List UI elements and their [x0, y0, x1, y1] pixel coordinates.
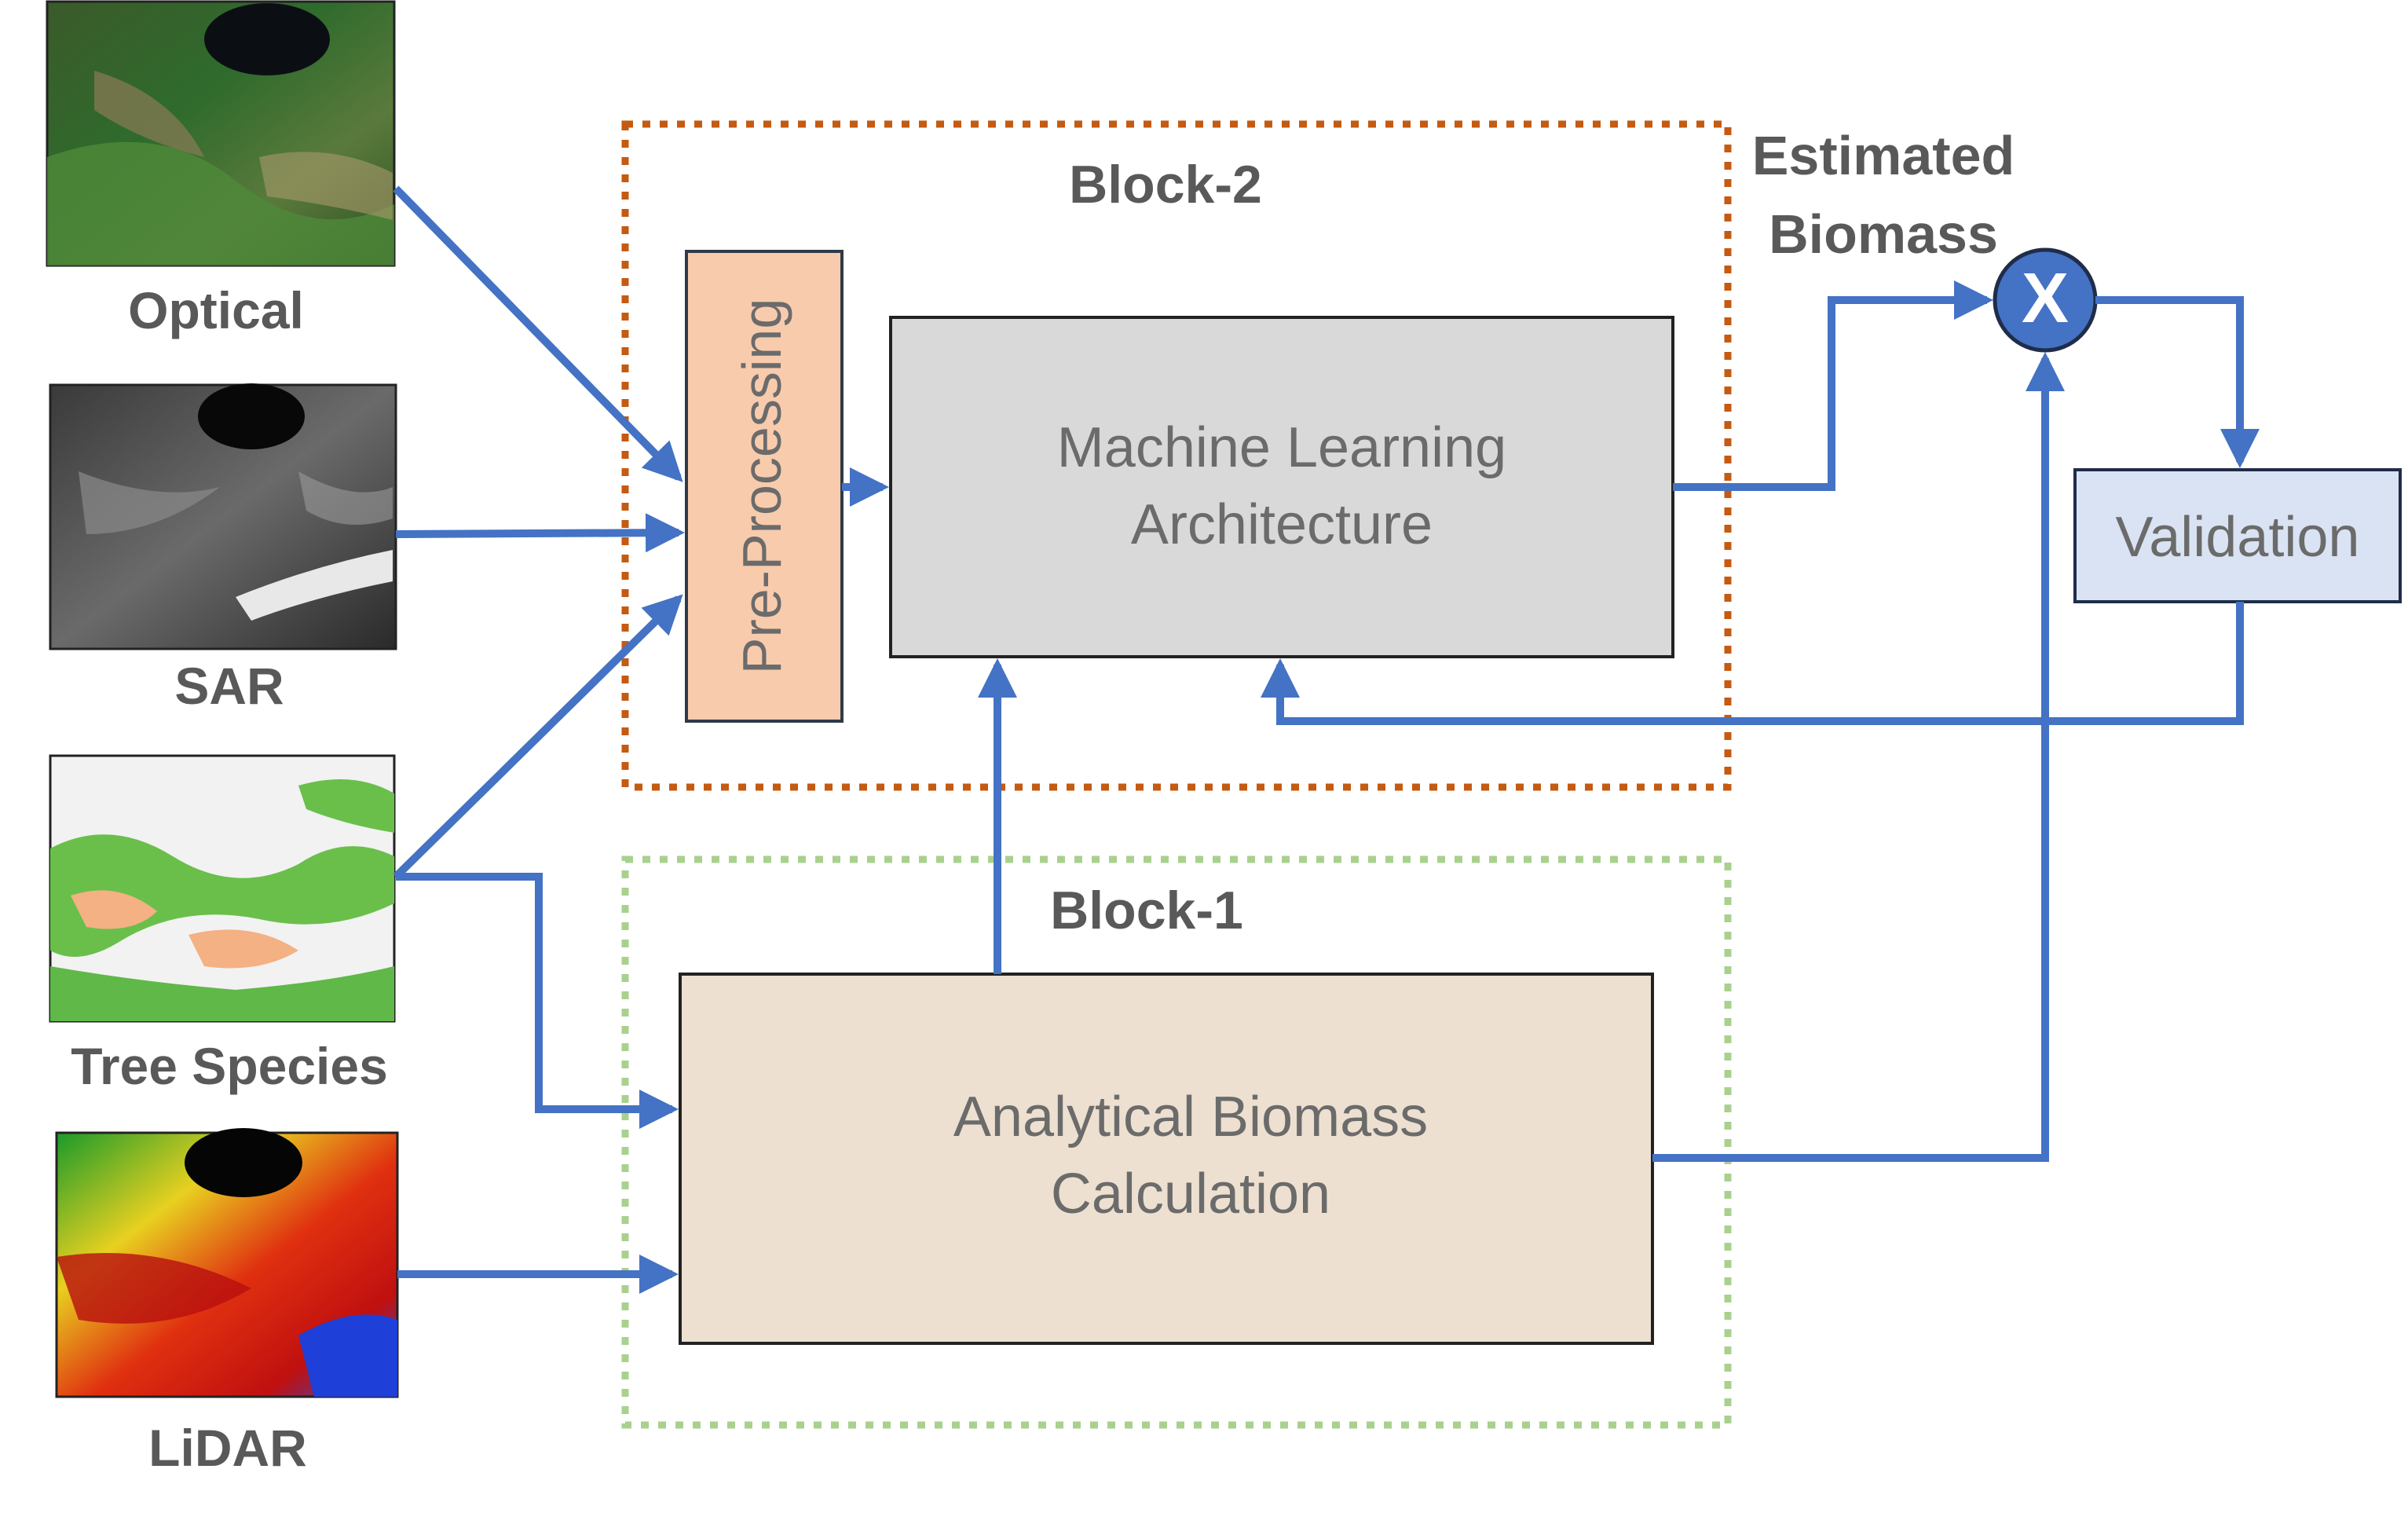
multiply-node-icon: X — [1993, 247, 2098, 353]
analytical-biomass-box — [679, 973, 1654, 1345]
sar-image-icon — [49, 383, 397, 650]
validation-label: Validation — [2116, 506, 2360, 569]
block-1-container — [621, 855, 1732, 1429]
arrow-sar-to-preprocessing — [395, 513, 685, 553]
connector-arrows — [393, 185, 2260, 1294]
analytical-biomass-line1: Analytical Biomass — [953, 1086, 1428, 1148]
arrow-analytical-to-multiply — [1652, 351, 2065, 1162]
preprocessing-label: Pre-Processing — [731, 299, 792, 675]
arrow-ml-to-multiply — [1673, 280, 1994, 491]
tree-species-label: Tree Species — [71, 1037, 388, 1095]
block-2-label: Block-2 — [1069, 155, 1262, 214]
block-1-label: Block-1 — [1050, 881, 1243, 940]
estimated-biomass-line1: Estimated — [1752, 125, 2015, 186]
arrow-multiply-to-validation — [2095, 296, 2260, 469]
arrow-treespecies-to-preprocessing — [393, 594, 683, 880]
lidar-label: LiDAR — [148, 1419, 307, 1477]
optical-label: Optical — [128, 281, 304, 339]
optical-image-icon — [46, 0, 396, 267]
multiply-symbol: X — [2022, 259, 2069, 338]
ml-architecture-line1: Machine Learning — [1057, 416, 1506, 479]
analytical-biomass-line2: Calculation — [1051, 1163, 1330, 1225]
arrow-treespecies-to-analytical — [396, 873, 679, 1129]
arrow-optical-to-preprocessing — [393, 185, 683, 482]
ml-architecture-box — [889, 316, 1674, 658]
arrow-validation-to-ml — [1261, 602, 2244, 725]
estimated-biomass-line2: Biomass — [1769, 203, 1998, 265]
preprocessing-box — [685, 250, 844, 723]
sar-label: SAR — [174, 657, 284, 715]
lidar-image-icon — [55, 1128, 399, 1398]
tree-species-image-icon — [49, 754, 396, 1023]
block-2-container — [621, 120, 1732, 791]
ml-architecture-line2: Architecture — [1131, 493, 1433, 556]
